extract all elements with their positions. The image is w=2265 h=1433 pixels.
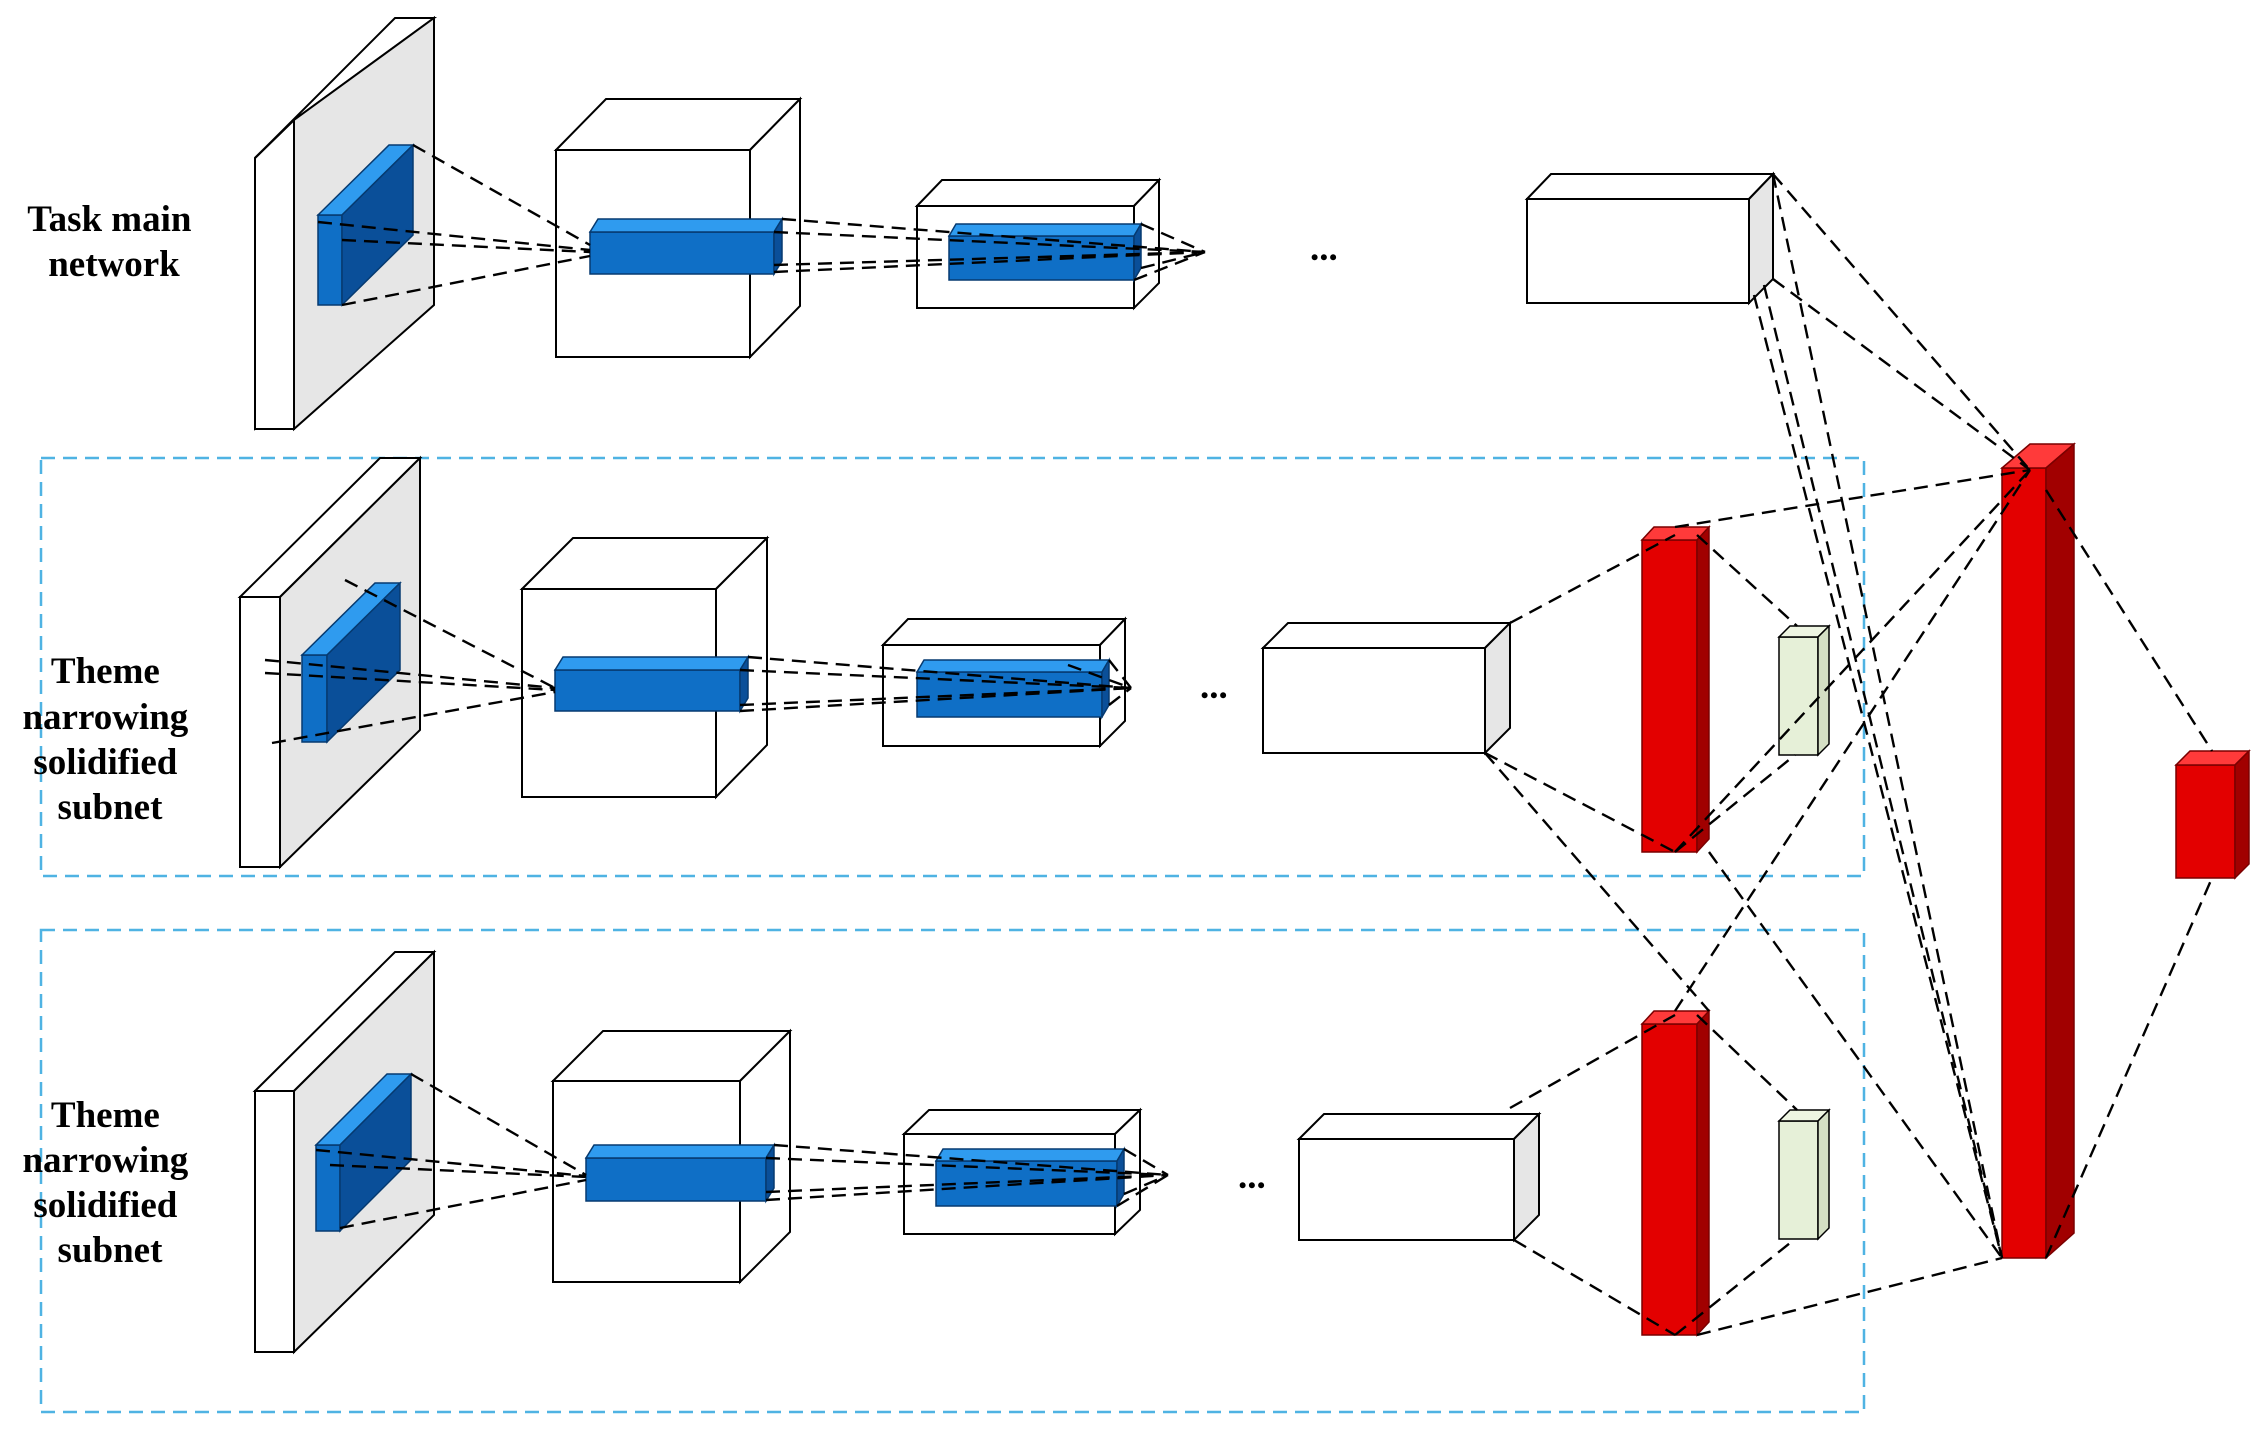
feature-cube-1 [519,535,770,800]
red-fc-layer [1640,525,1711,854]
subnet-row-2: ... Theme narrowing solidified subnet [22,949,1831,1355]
red-fc-layer [1640,1009,1711,1337]
subnet-boundary-1 [39,456,1866,878]
green-output-block [1777,624,1831,757]
row-label: Theme narrowing solidified subnet [22,1095,197,1271]
feature-cube-1 [553,96,803,360]
layer-ellipsis: ... [1200,666,1228,707]
task-main-network-row: ... Task main network [27,16,1776,432]
fusion-layer [1999,442,2077,1260]
connection-lines [264,533,1798,854]
subnet-row-1: ... Theme narrowing solidified subnet [22,455,1831,870]
row-label: Task main network [27,199,200,285]
row-label: Theme narrowing solidified subnet [22,651,197,828]
conv-kernel [314,1072,413,1233]
feature-block [1524,171,1776,306]
feature-cube-1 [550,1028,793,1285]
subnet-boundary-2 [39,928,1866,1414]
layer-ellipsis: ... [1310,228,1338,269]
feature-block [1296,1111,1542,1243]
layer-ellipsis: ... [1238,1156,1266,1197]
connection-lines [317,143,1206,307]
connection-lines [315,1013,1798,1337]
conv-kernel [300,581,402,744]
feature-block [1260,620,1513,756]
green-output-block [1777,1108,1831,1241]
fusion-connections [1484,173,2214,1337]
final-output-block [2174,749,2251,880]
